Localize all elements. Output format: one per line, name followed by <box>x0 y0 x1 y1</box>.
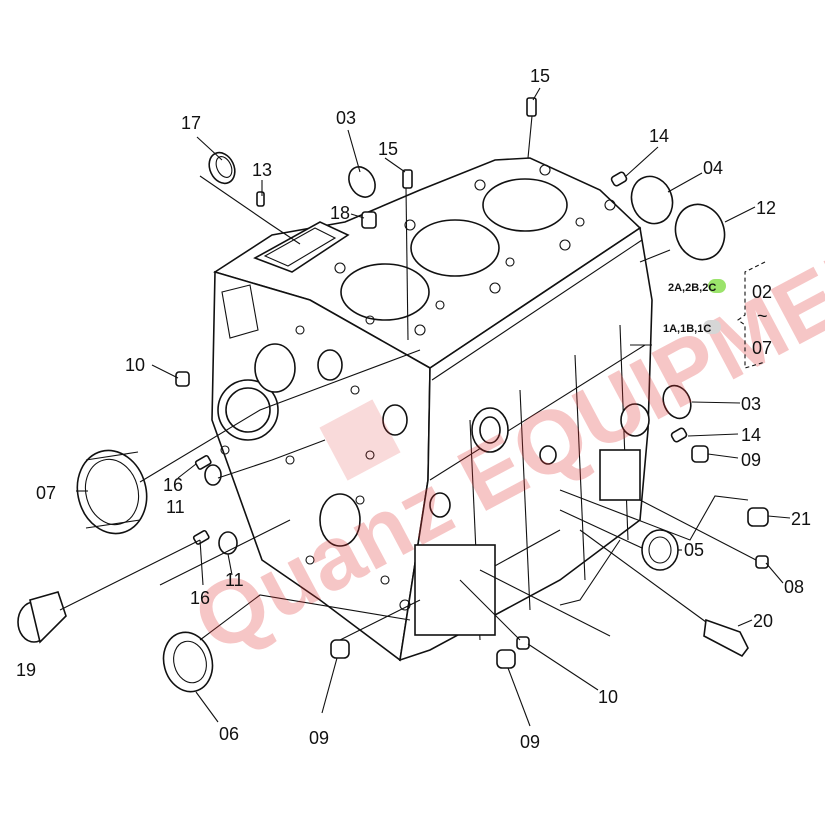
callout-labels: 17 13 03 15 15 18 14 04 12 10 07 16 11 1… <box>16 66 811 752</box>
callout-17: 17 <box>181 113 201 133</box>
callout-19: 19 <box>16 660 36 680</box>
loose-parts <box>17 97 769 693</box>
callout-11-lower: 11 <box>225 570 244 590</box>
front-idler-bore <box>317 349 343 381</box>
callout-12: 12 <box>756 198 776 218</box>
front-camshaft-bore <box>254 343 296 393</box>
cylinder-bore-2 <box>410 219 500 277</box>
callout-09-right: 09 <box>741 450 761 470</box>
part-15-dowel-mid <box>402 169 413 189</box>
part-18-plug <box>361 211 377 229</box>
head-bolt-holes <box>334 164 616 336</box>
part-05-boss <box>641 529 679 571</box>
callout-15-mid: 15 <box>378 139 398 159</box>
part-10-plug-upper <box>175 371 190 387</box>
side-oil-port-inner <box>479 416 501 444</box>
callout-14-right: 14 <box>741 425 761 445</box>
highlight-2c <box>708 279 726 293</box>
part-03-plug-right <box>662 384 692 420</box>
part-09-plug-mid <box>496 649 516 669</box>
side-mount-pad <box>599 449 641 501</box>
lower-mount-pad <box>414 544 496 636</box>
front-lower-bore <box>319 493 361 547</box>
callout-03-right: 03 <box>741 394 761 414</box>
front-crank-bore-inner <box>225 387 271 433</box>
side-plug-port <box>620 403 650 437</box>
part-09-plug-right <box>691 445 709 463</box>
callout-08: 08 <box>784 577 804 597</box>
part-17-plug <box>208 151 236 185</box>
part-04-disk <box>630 175 674 225</box>
part-14-pin-top <box>610 171 628 187</box>
callout-15-top: 15 <box>530 66 550 86</box>
part-07-bushing <box>76 449 148 535</box>
range-tilde: ~ <box>757 306 768 326</box>
part-12-disk <box>674 203 726 261</box>
callout-11-upper: 11 <box>166 497 185 517</box>
callout-20: 20 <box>753 611 773 631</box>
callout-16-lower: 16 <box>190 588 210 608</box>
cylinder-bore-1 <box>340 263 430 321</box>
range-from: 02 <box>752 282 772 302</box>
part-14-pin-right <box>670 427 688 443</box>
variant-label-top: 2A,2B,2C <box>668 282 716 294</box>
variant-labels: 2A,2B,2C 1A,1B,1C 02 ~ 07 <box>663 261 772 369</box>
part-03-plug-top <box>348 166 376 198</box>
lower-boss <box>429 492 451 518</box>
callout-09-mid: 09 <box>520 732 540 752</box>
front-oil-bore <box>382 404 408 436</box>
highlight-1c <box>703 320 721 334</box>
callout-14-top: 14 <box>649 126 669 146</box>
range-brace <box>737 261 766 369</box>
side-boss <box>539 445 557 465</box>
callout-16-upper: 16 <box>163 475 183 495</box>
callout-04: 04 <box>703 158 723 178</box>
front-cover-plate <box>221 284 259 339</box>
callout-06: 06 <box>219 724 239 744</box>
part-20-sensor <box>703 618 749 658</box>
range-to: 07 <box>752 338 772 358</box>
part-09-plug-left <box>330 639 350 659</box>
leader-lines <box>59 87 791 727</box>
callout-07: 07 <box>36 483 56 503</box>
part-11-cap-upper <box>204 464 222 486</box>
part-16-pin-upper <box>194 454 212 470</box>
callout-10-upper: 10 <box>125 355 145 375</box>
top-cover-plate-inner <box>263 227 337 267</box>
callout-18: 18 <box>330 203 350 223</box>
callout-10-lower: 10 <box>598 687 618 707</box>
callout-13: 13 <box>252 160 272 180</box>
engine-block <box>211 157 653 662</box>
part-13-pin <box>256 191 265 207</box>
cylinder-bore-3 <box>482 178 568 232</box>
variant-label-bottom: 1A,1B,1C <box>663 323 711 335</box>
part-21-plug <box>747 507 769 527</box>
callout-09-left: 09 <box>309 728 329 748</box>
part-15-dowel-top <box>526 97 537 117</box>
callout-21: 21 <box>791 509 811 529</box>
callout-03-top: 03 <box>336 108 356 128</box>
callout-05: 05 <box>684 540 704 560</box>
top-cover-plate <box>253 221 350 273</box>
part-08-plug <box>755 555 769 569</box>
